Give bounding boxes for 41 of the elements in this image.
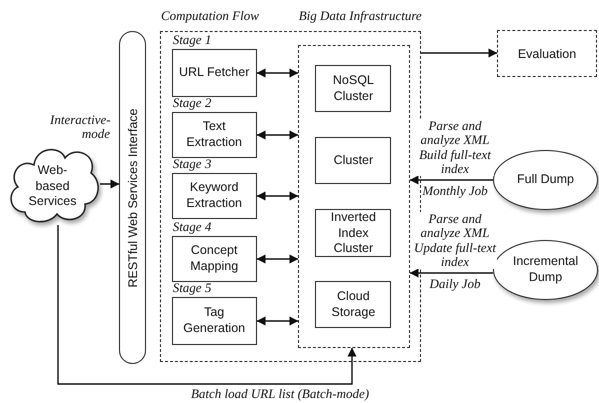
storage-box <box>315 209 392 258</box>
storage-box <box>315 281 392 328</box>
arrow <box>256 68 298 78</box>
interface-bar <box>119 31 146 364</box>
stage-label: Stage 3 <box>172 156 212 171</box>
edge-label: Parse and analyze XML Update full-text index <box>413 212 497 270</box>
arrow <box>421 48 498 58</box>
node-label: Full Dump <box>517 172 574 188</box>
node-label: Cloud Storage <box>330 289 376 320</box>
arrow <box>256 130 298 140</box>
arrow <box>256 254 298 264</box>
group-title: Big Data Infrastructure <box>298 8 422 23</box>
node-label: URL Fetcher <box>178 64 250 80</box>
node-label: Text Extraction <box>185 119 243 150</box>
stage-label: Stage 4 <box>172 220 212 234</box>
stage-label: Stage 5 <box>172 280 212 295</box>
mode-label: Interactive-mode <box>50 113 110 142</box>
arrow <box>256 192 298 200</box>
schedule-label: Monthly Job <box>421 184 489 198</box>
arrow <box>410 268 493 278</box>
node-label: Evaluation <box>518 46 576 60</box>
group-title: Computation Flow <box>161 9 259 24</box>
storage-box <box>315 137 392 184</box>
node-label: Keyword Extraction <box>185 180 243 212</box>
node-label: Concept Mapping <box>189 243 240 274</box>
stage-label: Stage 2 <box>172 96 212 110</box>
node-label: NoSQL Cluster <box>332 73 375 104</box>
arrow <box>100 180 120 188</box>
node-label: Tag Generation <box>182 305 246 336</box>
node-label: Incremental Dump <box>512 254 580 286</box>
edge-label: Parse and analyze XML Build full-text index <box>416 119 494 176</box>
node-label: Cluster <box>334 153 374 169</box>
arrow <box>410 176 493 184</box>
node-label: RESTful Web Services Interface <box>126 108 140 287</box>
storage-box <box>315 65 392 112</box>
node-label: Inverted Index Cluster <box>330 210 377 257</box>
stage-label: Stage 1 <box>172 32 212 47</box>
node-label: Web-based Services <box>28 163 78 210</box>
schedule-label: Daily Job <box>428 277 482 292</box>
arrow <box>256 316 298 326</box>
process-box <box>497 30 597 77</box>
